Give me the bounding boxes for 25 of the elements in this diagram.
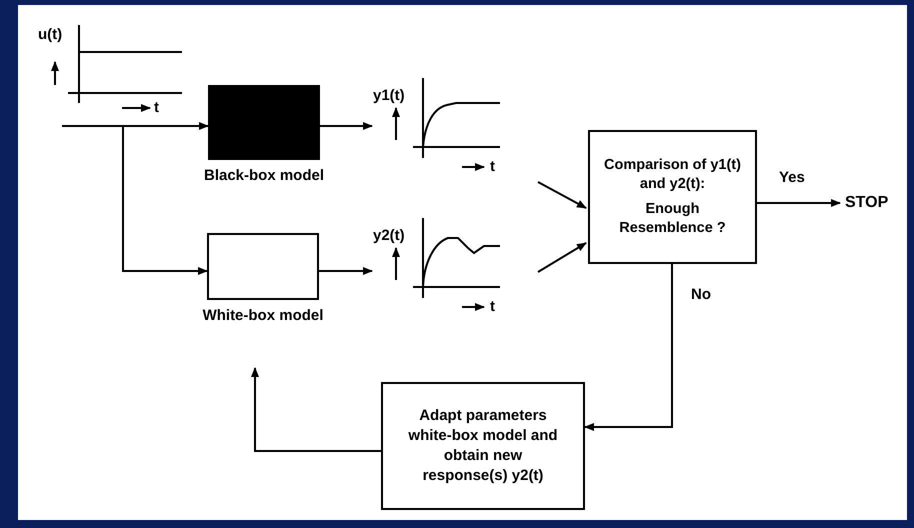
arrow (62, 122, 209, 130)
edge-label: No (690, 287, 712, 302)
box-text: Enough Resemblence ? (618, 200, 727, 238)
axis-label: t (490, 299, 495, 314)
box-text: Adapt parameters white-box model and obtain new response(s) y2(t) (407, 406, 559, 486)
arrow (319, 267, 373, 275)
axis-label: t (154, 100, 159, 115)
arrow (584, 264, 673, 431)
process-box (381, 382, 585, 510)
box-caption: Black-box model (202, 166, 326, 186)
edge-label: Yes (778, 170, 806, 185)
axis-label: y2(t) (373, 228, 405, 243)
process-box (588, 130, 757, 264)
stop-text: STOP (842, 192, 904, 214)
axis-label: t (490, 159, 495, 174)
arrow (757, 199, 841, 207)
box-text: Comparison of y1(t) and y2(t): (603, 156, 742, 194)
arrow (537, 242, 587, 273)
arrow (251, 367, 381, 452)
arrow (320, 122, 373, 130)
arrow (122, 126, 208, 275)
axis-label: u(t) (38, 27, 62, 42)
arrow (538, 181, 587, 209)
axis-label: y1(t) (373, 88, 405, 103)
box-caption: White-box model (202, 306, 324, 326)
